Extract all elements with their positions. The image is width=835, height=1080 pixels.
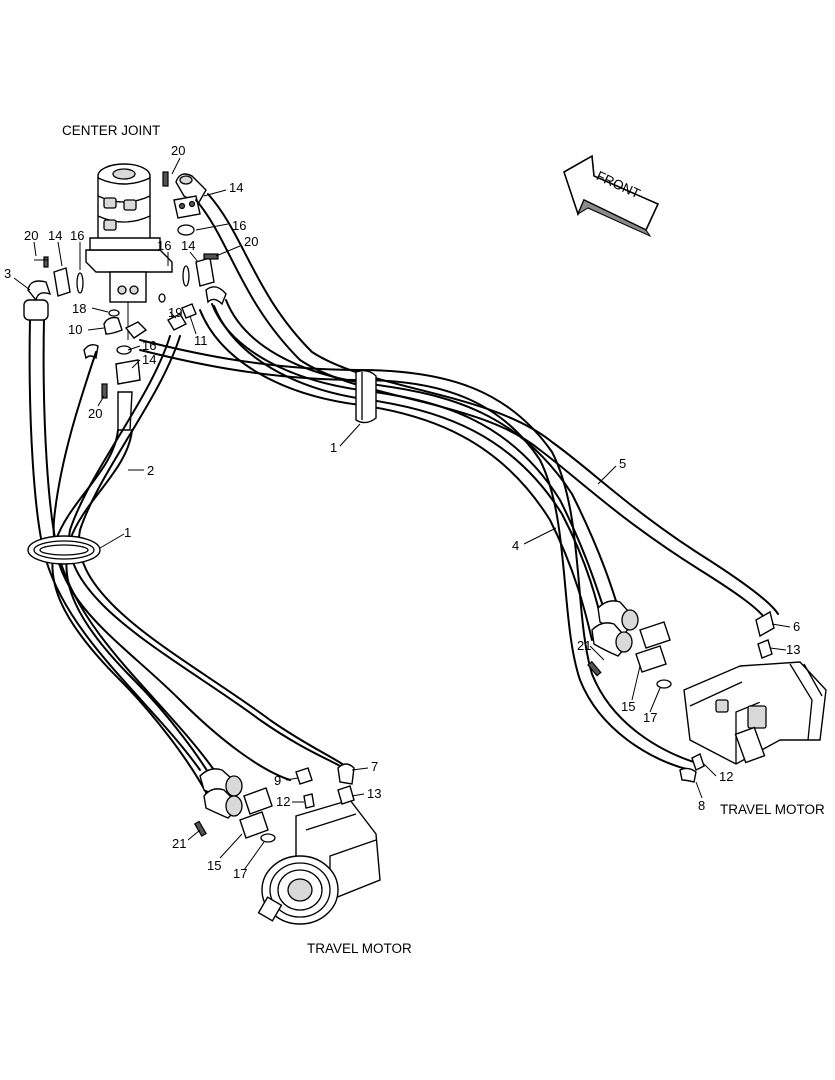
callout: 21	[577, 638, 591, 653]
callout: 6	[793, 619, 800, 634]
callout: 18	[72, 301, 86, 316]
callout: 15	[207, 858, 221, 873]
leader-lines	[13, 157, 791, 871]
callout-numbers: 20 14 16 20 14 16 16 14 20 3 18 10 19 11…	[4, 143, 800, 881]
callout: 12	[719, 769, 733, 784]
callout: 15	[621, 699, 635, 714]
left-flange-fitting	[27, 256, 84, 302]
callout: 16	[232, 218, 246, 233]
right-flange-fitting	[182, 253, 227, 306]
callout: 1	[124, 525, 131, 540]
callout: 1	[330, 440, 337, 455]
travel-motor-left	[193, 763, 381, 925]
callout: 4	[512, 538, 519, 553]
callout: 20	[88, 406, 102, 421]
callout: 16	[157, 238, 171, 253]
center-joint-label: CENTER JOINT	[62, 123, 160, 138]
callout: 20	[171, 143, 185, 158]
callout: 7	[371, 759, 378, 774]
callout: 14	[48, 228, 62, 243]
travel-motor-left-label: TRAVEL MOTOR	[307, 941, 412, 956]
callout: 11	[194, 333, 208, 348]
callout: 13	[367, 786, 381, 801]
callout: 19	[168, 305, 182, 320]
upper-flange-fitting	[162, 171, 207, 236]
travel-motor-right-label: TRAVEL MOTOR	[720, 802, 825, 817]
callout: 14	[142, 352, 156, 367]
callout: 8	[698, 798, 705, 813]
callout: 17	[643, 710, 657, 725]
callout: 10	[68, 322, 82, 337]
callout: 13	[786, 642, 800, 657]
hose-bundle	[23, 193, 779, 801]
callout: 2	[147, 463, 154, 478]
callout: 14	[229, 180, 243, 195]
callout: 20	[244, 234, 258, 249]
callout: 9	[274, 773, 281, 788]
callout: 17	[233, 866, 247, 881]
callout: 5	[619, 456, 626, 471]
callout: 3	[4, 266, 11, 281]
center-joint	[85, 163, 173, 340]
callout: 14	[181, 238, 195, 253]
callout: 16	[70, 228, 84, 243]
travel-motor-right	[587, 600, 827, 783]
callout: 16	[142, 338, 156, 353]
callout: 21	[172, 836, 186, 851]
callout: 12	[276, 794, 290, 809]
front-arrow: FRONT	[563, 154, 660, 238]
callout: 20	[24, 228, 38, 243]
